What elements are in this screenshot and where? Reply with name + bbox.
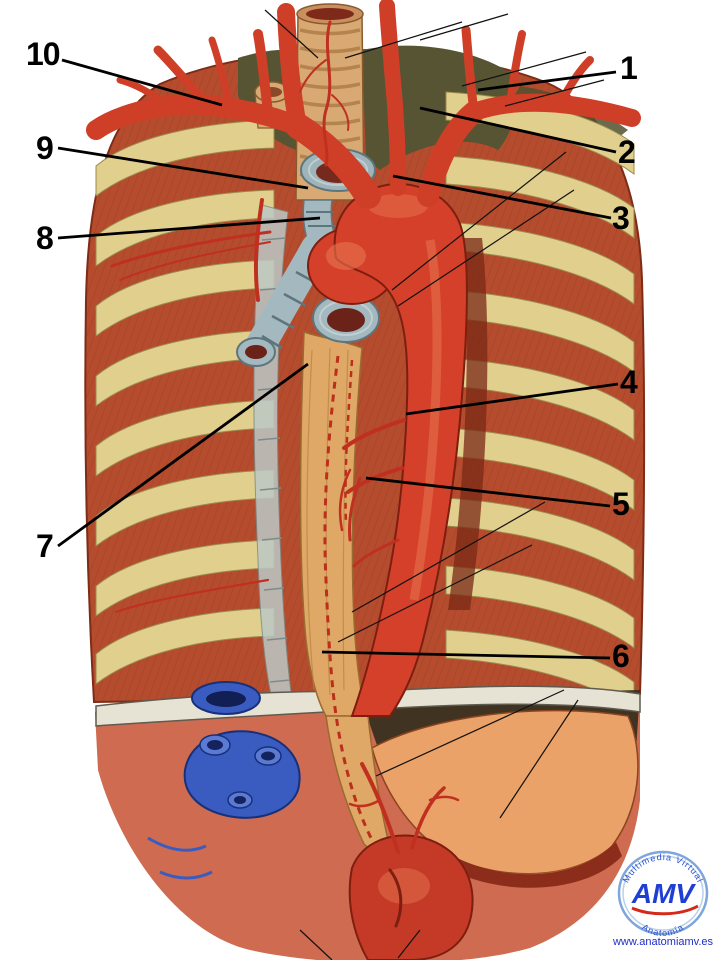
watermark-swoosh	[631, 904, 699, 916]
leader-line-4	[405, 382, 619, 416]
label-8: 8	[36, 220, 54, 256]
rib	[95, 539, 275, 618]
leader-line	[419, 13, 509, 41]
rib	[445, 565, 635, 649]
inferior-vena-cava	[147, 730, 301, 880]
rib	[95, 399, 275, 478]
tracheal-vessels	[322, 20, 332, 167]
vena-cava-foramen	[191, 681, 261, 715]
leader-line	[375, 689, 565, 777]
leader-lines-numbered	[57, 58, 619, 660]
rib	[95, 119, 275, 198]
rib	[445, 357, 635, 441]
rib-cage-right	[445, 91, 635, 713]
rib	[95, 259, 275, 338]
leader-line-8	[57, 216, 321, 240]
watermark-amv-text: AMV	[631, 878, 697, 909]
leader-line	[461, 51, 587, 87]
leader-line	[344, 21, 463, 59]
left-carotid-artery	[379, 0, 406, 196]
paravertebral-strip	[448, 238, 488, 610]
leader-line	[397, 929, 421, 959]
leader-line-7	[57, 362, 309, 548]
leader-line-3	[392, 174, 612, 220]
label-4: 4	[620, 364, 638, 400]
rib	[445, 221, 635, 305]
liver	[371, 709, 639, 875]
leader-line	[397, 189, 575, 307]
label-2: 2	[618, 134, 636, 170]
label-1: 1	[620, 50, 638, 86]
rib	[445, 289, 635, 373]
stomach	[348, 762, 474, 960]
arch-branches	[86, 0, 641, 209]
rib	[445, 155, 635, 239]
leader-line	[499, 699, 579, 819]
svg-text:Anatomía: Anatomía	[640, 922, 685, 938]
right-vertebral-artery	[253, 29, 273, 117]
leader-line-5	[365, 476, 611, 508]
right-carotid-artery	[277, 3, 307, 135]
gastric-vessels	[348, 762, 460, 928]
leader-line	[337, 544, 533, 643]
fade-bottom-left	[86, 880, 225, 960]
fade-bottom-right	[535, 800, 648, 960]
label-3: 3	[612, 200, 630, 236]
rib	[445, 427, 635, 511]
leader-line	[391, 151, 567, 291]
rib-cage-left	[95, 119, 275, 686]
label-7: 7	[36, 528, 54, 564]
label-6: 6	[612, 638, 630, 674]
watermark-arc-bottom: Anatomía	[640, 922, 684, 938]
label-9: 9	[36, 130, 54, 166]
label-10: 10	[26, 36, 61, 72]
leader-line-6	[321, 650, 611, 660]
intercostal-vessels	[110, 198, 272, 614]
rib	[95, 469, 275, 548]
leader-line	[264, 9, 319, 59]
aorta	[307, 183, 468, 717]
leader-line-2	[419, 106, 617, 154]
leader-line-1	[477, 70, 617, 92]
leader-line-10	[61, 58, 223, 107]
rib	[95, 329, 275, 408]
leader-line	[504, 79, 605, 107]
leader-line	[299, 929, 333, 960]
vagus-nerve-dashed	[323, 355, 374, 841]
leader-line-9	[57, 146, 309, 190]
label-5: 5	[612, 486, 630, 522]
rib	[95, 607, 275, 686]
watermark-url: www.anatomiamv.es	[612, 936, 714, 948]
leader-line	[351, 501, 546, 613]
liver-cut-edge	[432, 842, 622, 888]
rib	[445, 497, 635, 581]
right-subclavian-artery	[86, 94, 308, 140]
leader-lines-thin	[264, 9, 605, 960]
